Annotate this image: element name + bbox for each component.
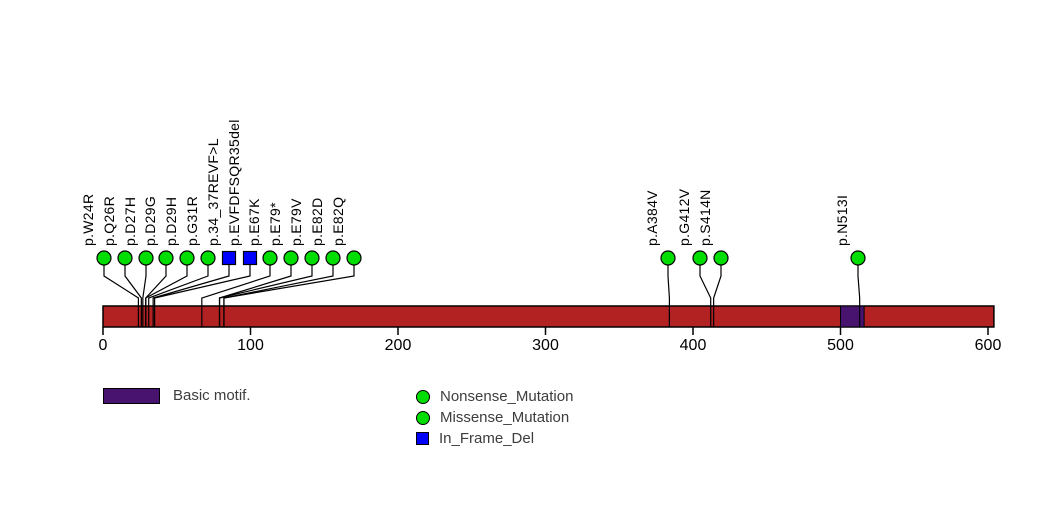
domain-basic-motif <box>840 305 865 328</box>
mutation-label: p.34_37REVF>L <box>205 138 221 246</box>
mutation-marker-circle <box>660 250 676 266</box>
mutation-label: p.D29H <box>163 196 179 246</box>
legend-item-nonsense-mutation: Nonsense_Mutation <box>416 386 573 407</box>
legend-item-missense-mutation: Missense_Mutation <box>416 407 573 428</box>
mutation-marker-circle <box>117 250 133 266</box>
mutation-label: p.E67K <box>246 198 262 246</box>
lollipop-stem <box>148 258 209 327</box>
axis-tick-label: 500 <box>827 337 854 354</box>
mutation-marker-circle <box>138 250 154 266</box>
circle-marker-icon <box>416 410 430 425</box>
circle-marker-icon <box>416 389 430 404</box>
mutation-marker-circle <box>158 250 174 266</box>
lollipop-stem <box>154 258 251 327</box>
mutation-label: p.W24R <box>80 193 96 246</box>
domain-color-swatch <box>103 387 160 404</box>
mutation-marker-square <box>221 250 237 266</box>
mutation-label: p.E82Q <box>330 196 346 246</box>
lollipop-stem <box>223 258 355 327</box>
mutation-marker-circle <box>325 250 341 266</box>
axis-tick-label: 0 <box>98 337 108 354</box>
axis-tick-label: 300 <box>532 337 559 354</box>
legend-item-in-frame-del: In_Frame_Del <box>416 428 573 449</box>
mutation-label: p.E82D <box>309 197 325 247</box>
mutation-marker-circle <box>179 250 195 266</box>
lollipop-stem <box>218 258 313 327</box>
axis-tick-label: 200 <box>384 337 412 354</box>
legend-item-label: In_Frame_Del <box>439 430 535 447</box>
protein-bar <box>102 305 995 328</box>
mutation-marker-circle <box>304 250 320 266</box>
lollipop-stem <box>142 258 147 327</box>
mutation-label: p.A384V <box>644 190 660 246</box>
lollipop-stem <box>713 258 722 327</box>
lollipop-stem <box>103 258 139 327</box>
axis-tick-label: 400 <box>679 337 707 354</box>
mutation-label: p.G31R <box>184 195 200 246</box>
lollipop-stem <box>857 258 861 327</box>
mutation-label: p.D29G <box>142 195 158 246</box>
lollipop-stem <box>124 258 142 327</box>
mutation-label: p.N513I <box>834 194 850 246</box>
lollipop-stem <box>152 258 230 327</box>
mutation-marker-circle <box>96 250 112 266</box>
mutation-marker-circle <box>692 250 708 266</box>
legend-domain: Basic motif. <box>103 387 251 404</box>
square-marker-icon <box>416 432 429 445</box>
axis-tick-label: 600 <box>974 337 1002 354</box>
lollipop-stem <box>699 258 712 327</box>
mutation-label: p.EVFDFSQR35del <box>226 119 242 246</box>
mutation-marker-circle <box>713 250 729 266</box>
lollipop-stem <box>667 258 671 327</box>
mutation-label: p.G412V <box>676 188 692 246</box>
mutation-marker-circle <box>346 250 362 266</box>
mutation-marker-circle <box>850 250 866 266</box>
mutation-marker-circle <box>283 250 299 266</box>
mutation-marker-square <box>242 250 258 266</box>
mutation-label: p.D27H <box>122 196 138 246</box>
legend-item-label: Missense_Mutation <box>440 409 570 426</box>
lollipop-stem <box>201 258 271 327</box>
mutation-label: p.Q26R <box>101 195 117 246</box>
mutation-label: p.S414N <box>697 189 713 246</box>
mutation-label: p.E79* <box>267 202 283 246</box>
axis-tick-label: 100 <box>237 337 264 354</box>
mutation-label: p.E79V <box>288 198 304 246</box>
domain-legend-label: Basic motif. <box>173 387 251 404</box>
legend-item-label: Nonsense_Mutation <box>440 388 574 405</box>
mutation-marker-circle <box>200 250 216 266</box>
lollipop-stem <box>145 258 188 327</box>
mutation-marker-circle <box>262 250 278 266</box>
